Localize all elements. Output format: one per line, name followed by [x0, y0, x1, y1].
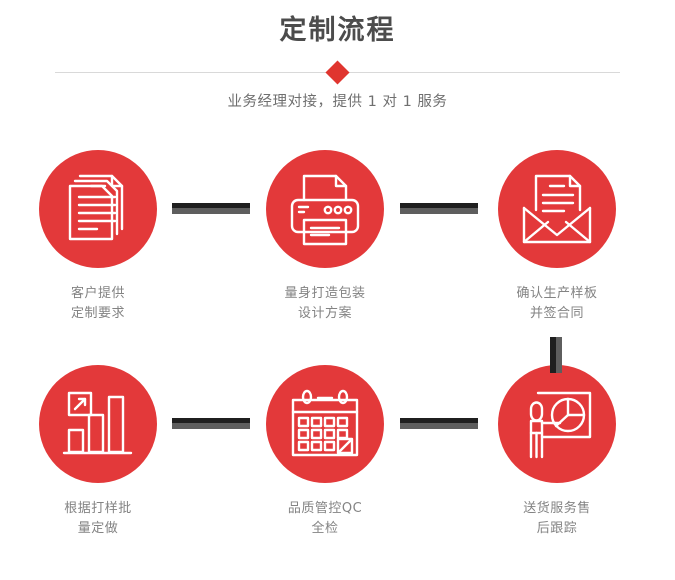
step-1-label-line2: 定制要求	[70, 306, 125, 322]
connector-top-bar	[172, 418, 250, 423]
step-2-label-line1: 量身打造包装	[284, 286, 366, 301]
presenter-pie-chart-icon	[529, 391, 592, 459]
process-step-5[interactable]: 品质管控QC 全检	[250, 365, 400, 539]
step-3-icon-circle	[498, 150, 616, 268]
step-6-label: 送货服务售 后跟踪	[482, 499, 632, 539]
connector-horizontal-4	[400, 418, 478, 429]
step-3-label-line2: 并签合同	[529, 306, 584, 322]
connector-right-bar	[556, 337, 562, 373]
step-4-label-line1: 根据打样批	[64, 501, 132, 516]
step-6-icon-circle	[498, 365, 616, 483]
connector-bottom-bar	[172, 423, 250, 429]
connector-horizontal-2	[400, 203, 478, 214]
step-1-icon-circle	[39, 150, 157, 268]
process-step-3[interactable]: 确认生产样板 并签合同	[482, 150, 632, 324]
connector-top-bar	[400, 418, 478, 423]
printer-icon	[290, 174, 360, 246]
connector-bottom-bar	[172, 208, 250, 214]
step-4-label-line2: 量定做	[77, 521, 119, 537]
step-5-label: 品质管控QC 全检	[250, 499, 400, 539]
connector-top-bar	[400, 203, 478, 208]
customization-process-infographic: 定制流程 业务经理对接，提供 1 对 1 服务	[0, 0, 675, 536]
step-6-label-line1: 送货服务售	[523, 501, 591, 516]
process-step-1[interactable]: 客户提供 定制要求	[23, 150, 173, 324]
process-steps: 客户提供 定制要求	[0, 150, 675, 580]
header: 定制流程 业务经理对接，提供 1 对 1 服务	[0, 0, 675, 111]
step-4-icon-circle	[39, 365, 157, 483]
step-5-label-line2: 全检	[311, 521, 339, 537]
step-3-label-line1: 确认生产样板	[516, 286, 598, 301]
step-1-label-line1: 客户提供	[70, 286, 125, 301]
step-1-label: 客户提供 定制要求	[23, 284, 173, 324]
connector-bottom-bar	[400, 423, 478, 429]
calendar-icon	[291, 389, 359, 457]
documents-stack-icon	[68, 174, 124, 241]
process-row-1: 客户提供 定制要求	[0, 150, 675, 365]
page-title: 定制流程	[279, 15, 396, 46]
connector-horizontal-3	[172, 418, 250, 429]
process-step-4[interactable]: 根据打样批 量定做	[23, 365, 173, 539]
page-subtitle: 业务经理对接，提供 1 对 1 服务	[227, 93, 448, 110]
bar-chart-growth-icon	[62, 391, 133, 455]
diamond-icon	[325, 60, 350, 85]
process-step-2[interactable]: 量身打造包装 设计方案	[250, 150, 400, 324]
connector-left-bar	[550, 337, 556, 373]
step-5-label-line1: 品质管控QC	[287, 501, 363, 516]
connector-vertical-1	[550, 337, 562, 373]
step-4-label: 根据打样批 量定做	[23, 499, 173, 539]
process-row-2: 根据打样批 量定做	[0, 365, 675, 580]
connector-horizontal-1	[172, 203, 250, 214]
step-2-label: 量身打造包装 设计方案	[250, 284, 400, 324]
envelope-letter-icon	[522, 174, 592, 244]
title-divider	[0, 60, 675, 85]
step-2-icon-circle	[266, 150, 384, 268]
step-6-label-line2: 后跟踪	[536, 521, 578, 537]
step-3-label: 确认生产样板 并签合同	[482, 284, 632, 324]
process-step-6[interactable]: 送货服务售 后跟踪	[482, 365, 632, 539]
step-2-label-line2: 设计方案	[297, 306, 352, 322]
connector-top-bar	[172, 203, 250, 208]
step-5-icon-circle	[266, 365, 384, 483]
connector-bottom-bar	[400, 208, 478, 214]
